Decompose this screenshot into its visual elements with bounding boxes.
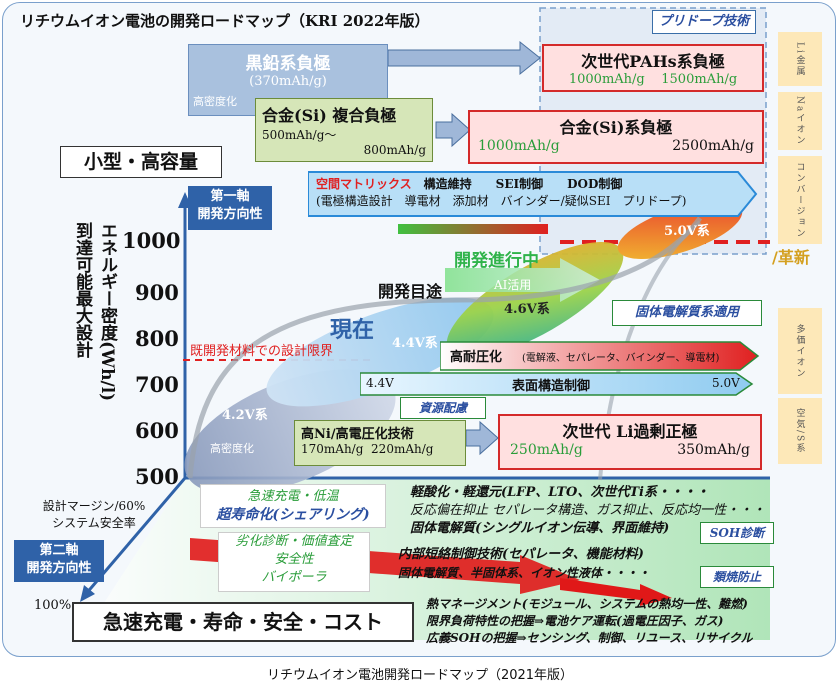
diagnosis-l2: 安全性 [274, 552, 314, 567]
bottom-item-1: 熱マネージメント(モジュール、システムの熱均一性、難燃) [426, 597, 748, 611]
tech-item-3: 固体電解質(シングルイオン伝導、界面維持) [410, 521, 670, 536]
predope-label: プリドープ技術 [652, 10, 756, 34]
high-voltage-detail: (電解液、セパレータ、バインダー、導電材) [522, 353, 720, 364]
axis2-label: 第二軸 開発方向性 [14, 540, 104, 582]
current-label: 現在 [330, 317, 375, 343]
side-cell-li-metal: Li金属 [778, 32, 822, 86]
surface-left: 4.4V [366, 376, 394, 390]
matrix-banner-shape [308, 171, 758, 217]
v50-label: 5.0V系 [664, 224, 710, 239]
figure-caption: リチウムイオン電池開発ロードマップ（2021年版） [266, 668, 574, 683]
graphite-title: 黒鉛系負極 [245, 54, 331, 74]
matrix-banner-text: 空間マトリックス 構造維持 SEI制御 DOD制御 (電極構造設計 導電材 添加… [316, 175, 746, 209]
si-anode-box: 合金(Si)系負極 1000mAh/g 2500mAh/g [468, 110, 764, 164]
diagnosis-l1: 劣化診断・価値査定 [235, 534, 353, 549]
surface-right: 5.0V [712, 376, 740, 390]
solid-electrolyte-label: 固体電解質系適用 [612, 300, 762, 326]
diagnosis-l3: バイポーラ [261, 570, 327, 585]
tech-item-5: 固体電解質、半固体系、イオン性液体・・・・ [398, 566, 651, 580]
side-cell-conversion: コンバージョン [778, 156, 822, 244]
pahs-v2: 1500mAh/g [661, 72, 738, 87]
y-tick-700: 700 [135, 372, 179, 397]
diagnosis-box: 劣化診断・価値査定 安全性 バイポーラ [218, 532, 370, 592]
li-rich-cathode-box: 次世代 Li過剰正極 250mAh/g 350mAh/g [498, 414, 762, 470]
graphite-value: (370mAh/g) [249, 74, 327, 89]
small-high-capacity-label: 小型・高容量 [60, 146, 222, 178]
axis1-label: 第一軸 開発方向性 [188, 186, 272, 230]
pahs-v1: 1000mAh/g [568, 72, 645, 87]
ni-title: 高Ni/高電圧化技術 [301, 427, 414, 442]
si-v2: 2500mAh/g [672, 138, 754, 154]
resource-label: 資源配慮 [400, 397, 486, 419]
design-margin-label: 設計マージン/60% システム安全率 [42, 499, 146, 530]
v44-label: 4.4V系 [392, 336, 438, 351]
v46-label: 4.6V系 [504, 302, 550, 317]
matrix-line1: 構造維持 SEI制御 DOD制御 [423, 177, 623, 191]
li-rich-v1: 250mAh/g [510, 442, 583, 458]
side-cell-multivalent: 多価イオン [778, 308, 822, 394]
fire-prevention-label: 類焼防止 [700, 566, 774, 588]
y-tick-500: 500 [135, 464, 179, 489]
fast-charge-l1: 急速充電・低温 [247, 489, 339, 504]
percent-100: 100% [34, 598, 72, 613]
si-title: 合金(Si)系負極 [559, 118, 673, 137]
li-rich-title: 次世代 Li過剰正極 [562, 422, 698, 441]
tech-item-2: 反応偏在抑止 セパレータ構造、ガス抑止、反応均一性・・・ [410, 503, 766, 518]
alloy-line1: 500mAh/g～ [262, 128, 337, 142]
y-axis-title: エネルギー密度(Wh/l) 到達可能最大設計 [72, 222, 117, 402]
bottom-goal-box: 急速充電・寿命・安全・コスト [72, 602, 414, 642]
alloy-line2: 800mAh/g [363, 143, 426, 157]
soh-diagnosis-label: SOH診断 [700, 522, 774, 544]
pahs-title: 次世代PAHs系負極 [581, 52, 725, 71]
bottom-list: 熱マネージメント(モジュール、システムの熱均一性、難燃) 限界負荷特性の把握⇒電… [426, 596, 752, 647]
ni-v2: 220mAh/g [371, 442, 434, 456]
bottom-item-2: 限界負荷特性の把握⇒電池ケア運転(過電圧因子、ガス) [426, 614, 724, 628]
li-rich-v2: 350mAh/g [677, 442, 750, 458]
side-cell-na-ion: Naイオン [778, 92, 822, 150]
matrix-line2: (電極構造設計 導電材 添加材 バインダー/疑似SEI プリドープ) [316, 194, 687, 208]
y-tick-900: 900 [135, 280, 179, 305]
tech-item-1: 軽酸化・軽還元(LFP、LTO、次世代Ti系・・・・ [410, 485, 709, 500]
design-limit-label: 既開発材料での設計限界 [190, 344, 334, 359]
y-tick-600: 600 [135, 418, 179, 443]
y-tick-1000: 1000 [122, 228, 181, 253]
fast-charge-l2: 超寿命化(シェアリング) [216, 507, 370, 523]
bottom-item-3: 広義SOHの把握⇒センシング、制御、リユース、リサイクル [426, 631, 753, 645]
densification-label: 高密度化 [210, 442, 254, 455]
v42-label: 4.2V系 [222, 408, 268, 423]
technology-list-2: 内部短絡制御技術(セパレータ、機能材料) 固体電解質、半固体系、イオン性液体・・… [398, 546, 650, 582]
surface-control-bar [360, 372, 754, 396]
in-progress-label: 開発進行中 [454, 251, 539, 271]
tech-item-4: 内部短絡制御技術(セパレータ、機能材料) [398, 547, 644, 562]
high-voltage-title: 高耐圧化 [450, 350, 503, 365]
high-ni-box: 高Ni/高電圧化技術 170mAh/g 220mAh/g [294, 420, 466, 466]
matrix-red-word: 空間マトリックス [316, 177, 412, 191]
innovation-label: /革新 [772, 248, 810, 267]
si-v1: 1000mAh/g [478, 138, 560, 154]
page-title: リチウムイオン電池の開発ロードマップ（KRI 2022年版） [20, 12, 430, 30]
surface-mid: 表面構造制御 [512, 379, 591, 394]
technology-list: 軽酸化・軽還元(LFP、LTO、次世代Ti系・・・・ 反応偏在抑止 セパレータ構… [410, 484, 765, 538]
alloy-title: 合金(Si) 複合負極 [262, 106, 397, 125]
y-tick-800: 800 [135, 326, 179, 351]
development-goal-label: 開発目途 [378, 282, 443, 301]
ni-v1: 170mAh/g [301, 442, 364, 456]
fast-charge-box: 急速充電・低温 超寿命化(シェアリング) [200, 484, 386, 528]
side-cell-air-s: 空気/S系 [778, 398, 822, 464]
ai-label: AI活用 [494, 278, 532, 292]
high-voltage-arrow [440, 341, 760, 371]
alloy-composite-box: 合金(Si) 複合負極 500mAh/g～ 800mAh/g [255, 98, 433, 162]
graphite-note: 高密度化 [193, 95, 237, 108]
pahs-anode-box: 次世代PAHs系負極 1000mAh/g 1500mAh/g [542, 44, 764, 92]
